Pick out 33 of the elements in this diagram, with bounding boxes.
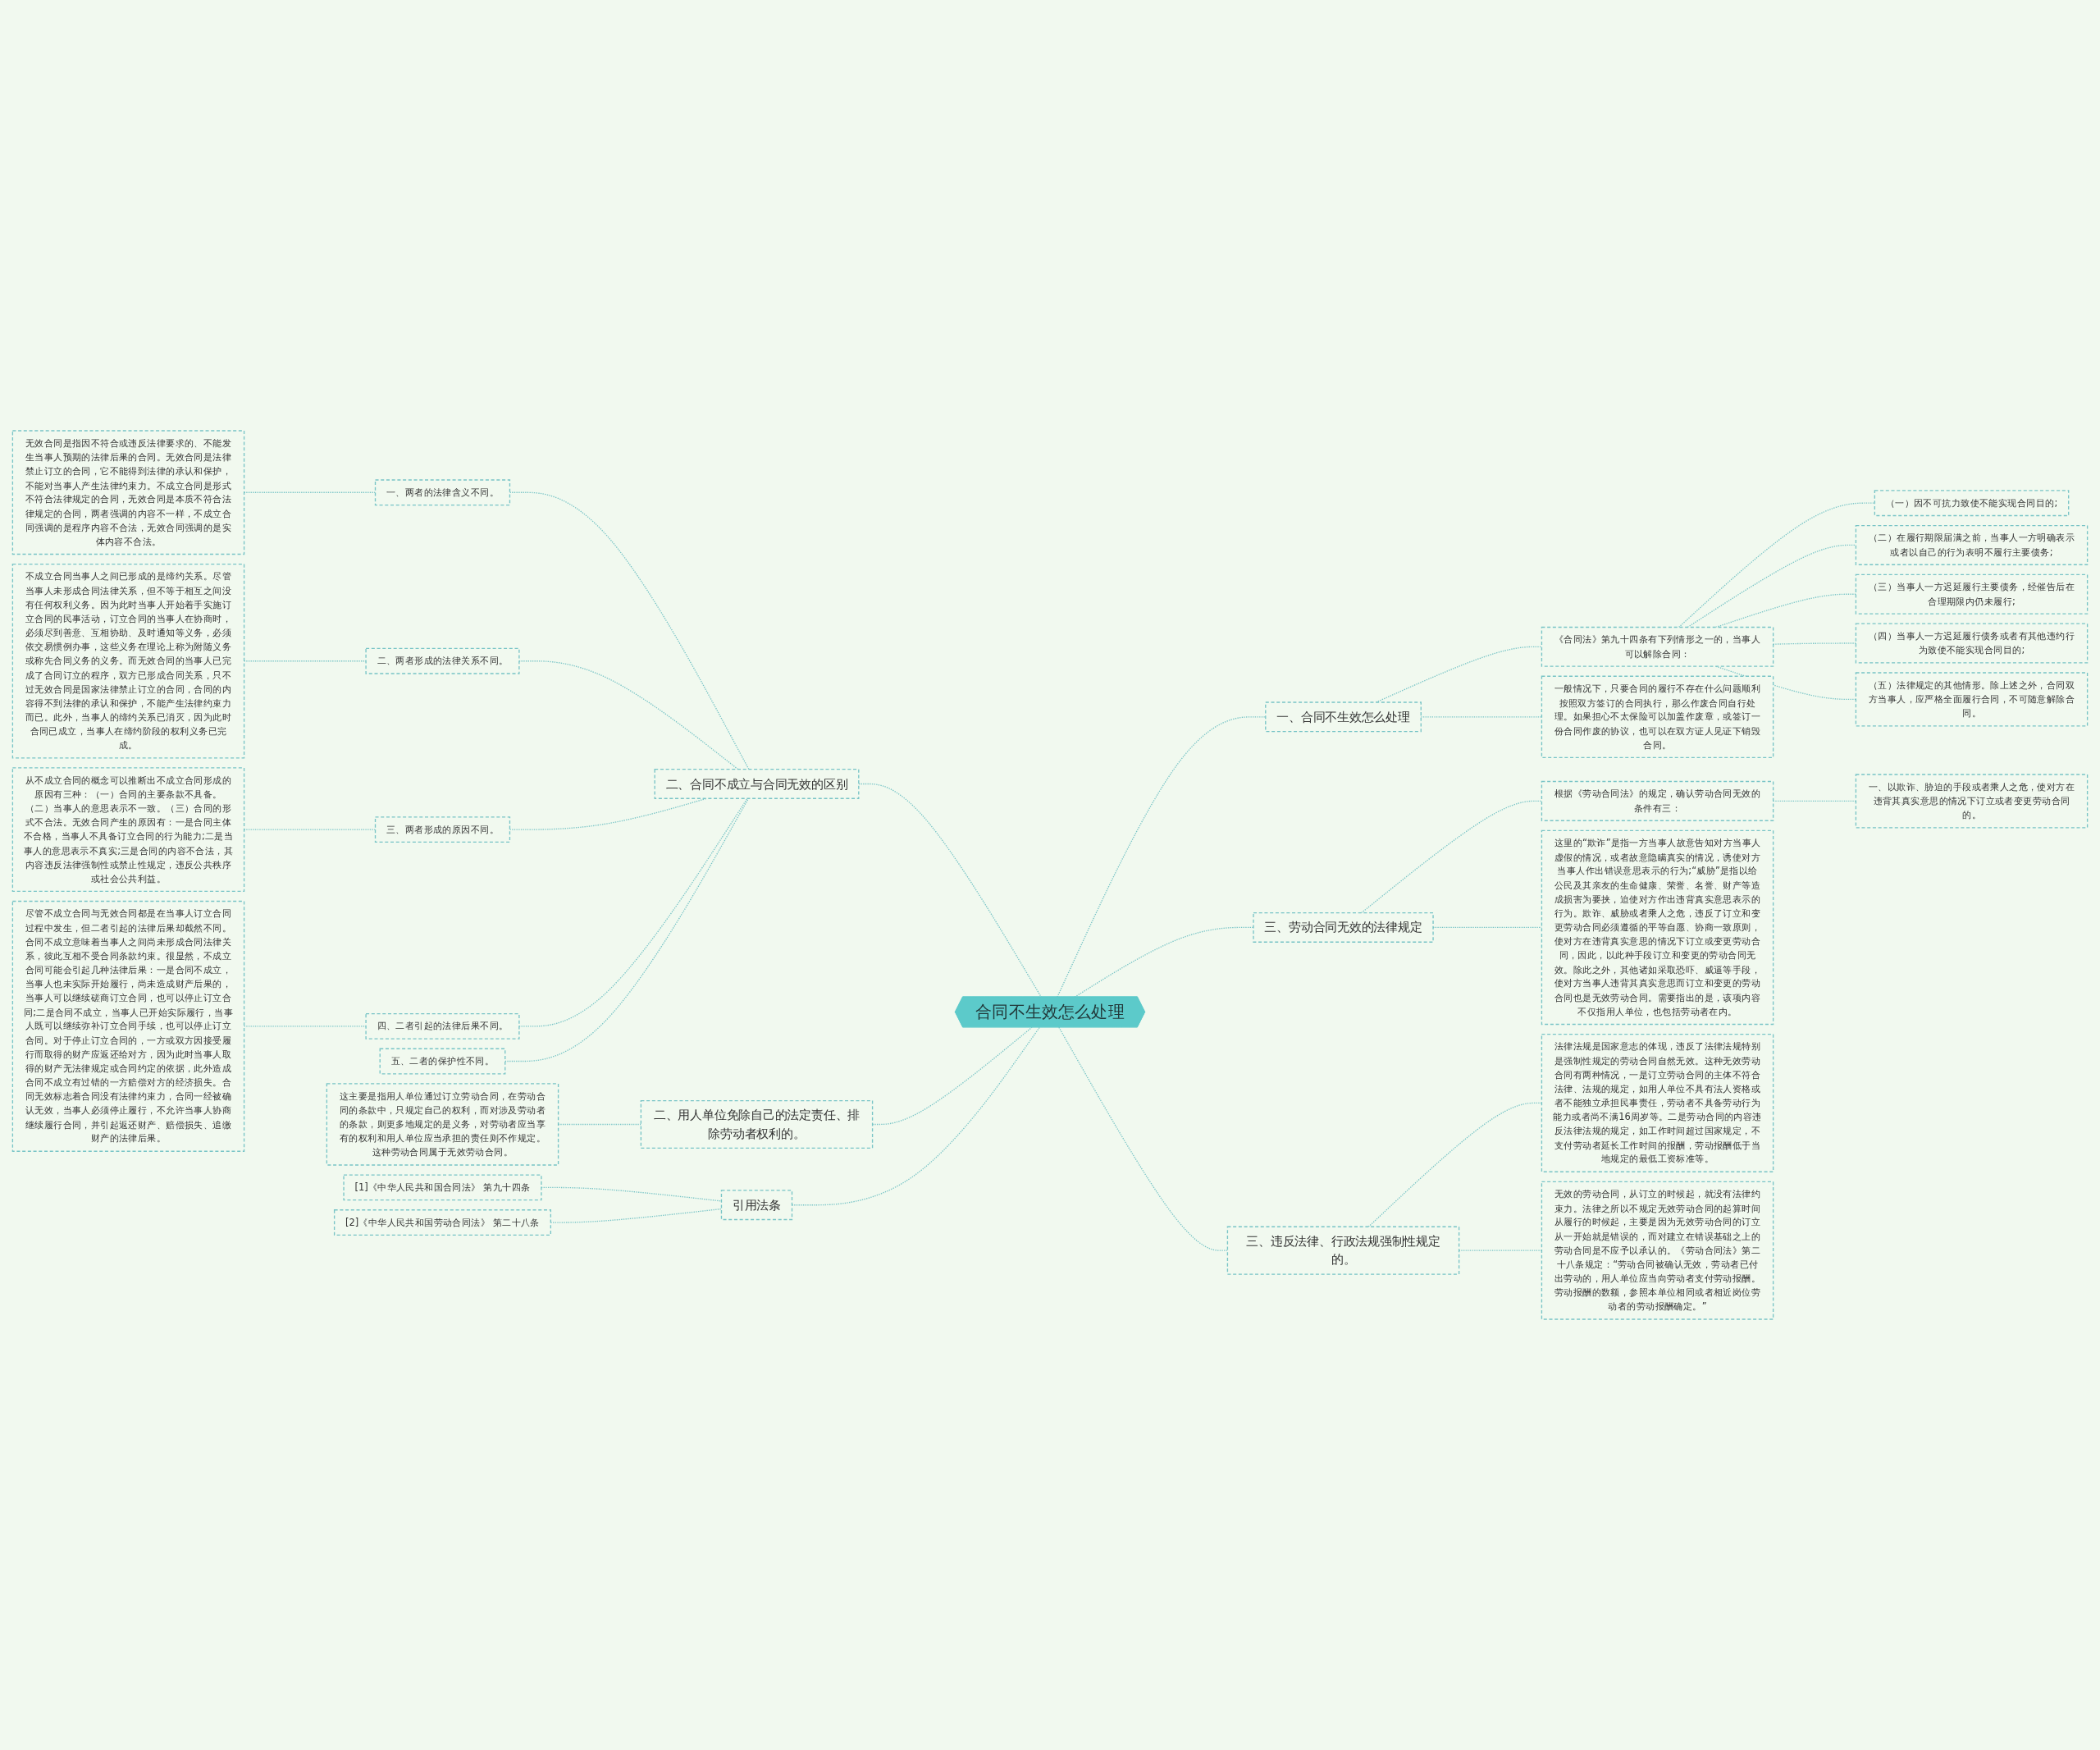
node-box bbox=[11, 900, 245, 1152]
node-box bbox=[1541, 675, 1774, 759]
node-box bbox=[379, 1048, 506, 1075]
node-box bbox=[1541, 626, 1774, 667]
node-box bbox=[1855, 672, 2089, 727]
node-box bbox=[333, 1209, 551, 1236]
node-box bbox=[1855, 774, 2089, 829]
node-box bbox=[1541, 1181, 1774, 1320]
node-box bbox=[1855, 524, 2089, 565]
node-box bbox=[1855, 573, 2089, 615]
node-box bbox=[11, 767, 245, 893]
node-box bbox=[374, 479, 511, 506]
node-box bbox=[343, 1174, 542, 1201]
node-box bbox=[720, 1190, 793, 1221]
node-box bbox=[365, 1012, 520, 1039]
node-box bbox=[1541, 829, 1774, 1026]
connector bbox=[1678, 502, 1875, 628]
node-box bbox=[11, 430, 245, 555]
node-box bbox=[654, 769, 860, 799]
node-box bbox=[374, 816, 511, 843]
connector bbox=[504, 797, 750, 1062]
connector bbox=[858, 783, 1042, 998]
node-box bbox=[365, 647, 520, 674]
node-box bbox=[1541, 780, 1774, 821]
node-box bbox=[11, 563, 245, 759]
node-box bbox=[1874, 490, 2070, 517]
node-box bbox=[1265, 701, 1422, 733]
node-box bbox=[1541, 1033, 1774, 1172]
node-box bbox=[1226, 1226, 1460, 1275]
node-box bbox=[1855, 623, 2089, 664]
node-box bbox=[640, 1099, 874, 1149]
node-box bbox=[1253, 912, 1434, 943]
node-box bbox=[326, 1083, 559, 1166]
